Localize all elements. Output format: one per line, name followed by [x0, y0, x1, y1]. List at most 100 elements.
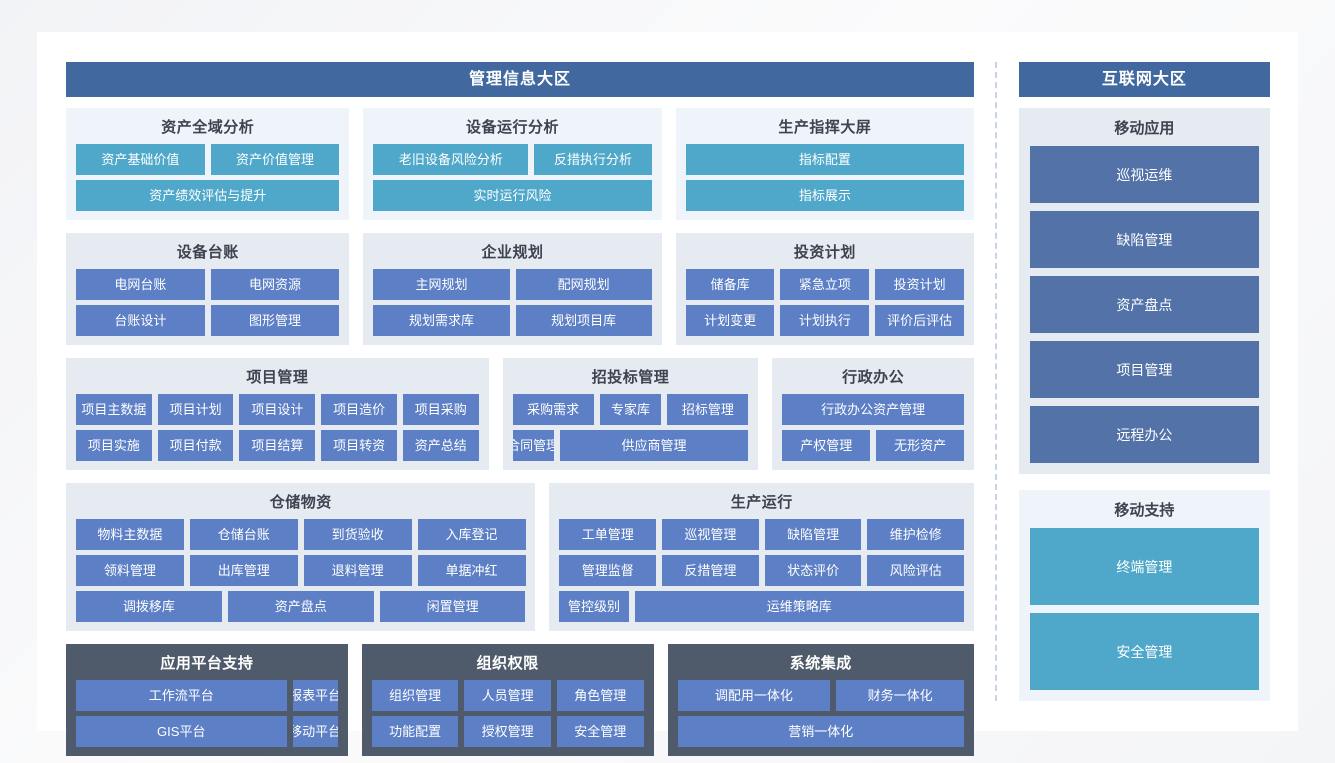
- group-card: 行政办公行政办公资产管理产权管理无形资产: [772, 358, 974, 470]
- module-chip[interactable]: 计划执行: [780, 305, 870, 336]
- module-chip[interactable]: 项目采购: [402, 394, 479, 425]
- internet-module-chip[interactable]: 缺陷管理: [1029, 211, 1259, 268]
- module-chip[interactable]: 管理监督: [559, 555, 657, 586]
- module-chip[interactable]: 台账设计: [76, 305, 205, 336]
- module-chip[interactable]: 安全管理: [556, 716, 644, 747]
- module-chip[interactable]: 风险评估: [867, 555, 965, 586]
- module-chip[interactable]: 入库登记: [417, 519, 526, 550]
- module-chip[interactable]: 图形管理: [210, 305, 340, 336]
- group-title: 系统集成: [789, 655, 852, 672]
- module-chip[interactable]: 专家库: [599, 394, 662, 425]
- module-chip[interactable]: 储备库: [685, 269, 775, 300]
- chip-row: 资产基础价值资产价值管理: [76, 144, 340, 175]
- module-chip[interactable]: 指标配置: [685, 144, 964, 175]
- module-chip[interactable]: 实时运行风险: [373, 180, 652, 211]
- group-title: 组织权限: [476, 655, 539, 672]
- module-chip[interactable]: 项目付款: [157, 430, 234, 461]
- module-chip[interactable]: 资产盘点: [227, 591, 374, 622]
- module-chip[interactable]: 紧急立项: [780, 269, 870, 300]
- module-chip[interactable]: 单据冲红: [417, 555, 526, 586]
- module-chip[interactable]: 缺陷管理: [764, 519, 862, 550]
- module-chip[interactable]: 项目结算: [239, 430, 316, 461]
- module-chip[interactable]: 资产基础价值: [76, 144, 205, 175]
- module-chip[interactable]: 无形资产: [876, 430, 965, 461]
- group-card: 资产全域分析资产基础价值资产价值管理资产绩效评估与提升: [66, 108, 350, 220]
- module-chip[interactable]: 人员管理: [464, 680, 551, 711]
- chip-row: 项目主数据项目计划项目设计项目造价项目采购: [76, 394, 479, 425]
- module-chip[interactable]: 出库管理: [189, 555, 298, 586]
- module-chip[interactable]: 闲置管理: [379, 591, 526, 622]
- module-chip[interactable]: 运维策略库: [634, 591, 964, 622]
- module-chip[interactable]: 计划变更: [685, 305, 775, 336]
- module-chip[interactable]: 资产价值管理: [210, 144, 340, 175]
- module-chip[interactable]: 维护检修: [867, 519, 965, 550]
- module-chip[interactable]: GIS平台: [76, 716, 287, 747]
- module-chip[interactable]: 调拨移库: [76, 591, 222, 622]
- internet-group-card: 移动支持终端管理安全管理: [1018, 490, 1270, 701]
- module-chip[interactable]: 项目造价: [321, 394, 397, 425]
- module-chip[interactable]: 退料管理: [303, 555, 412, 586]
- module-chip[interactable]: 项目计划: [157, 394, 234, 425]
- internet-module-chip[interactable]: 资产盘点: [1029, 276, 1259, 333]
- module-chip[interactable]: 项目设计: [239, 394, 316, 425]
- chip-row: 采购需求专家库招标管理: [512, 394, 749, 425]
- module-chip[interactable]: 项目主数据: [76, 394, 152, 425]
- module-chip[interactable]: 角色管理: [556, 680, 644, 711]
- module-chip[interactable]: 到货验收: [303, 519, 412, 550]
- chip-row: 调配用一体化财务一体化: [677, 680, 964, 711]
- module-chip[interactable]: 巡视管理: [662, 519, 759, 550]
- module-chip[interactable]: 规划需求库: [373, 305, 510, 336]
- module-chip[interactable]: 仓储台账: [189, 519, 298, 550]
- module-chip[interactable]: 配网规划: [515, 269, 652, 300]
- module-chip[interactable]: 项目实施: [76, 430, 152, 461]
- module-chip[interactable]: 项目转资: [321, 430, 397, 461]
- module-chip[interactable]: 移动平台: [292, 716, 338, 747]
- module-chip[interactable]: 工单管理: [559, 519, 657, 550]
- module-chip[interactable]: 评价后评估: [875, 305, 964, 336]
- group-title: 企业规划: [481, 244, 544, 261]
- module-chip[interactable]: 采购需求: [512, 394, 594, 425]
- internet-zone: 互联网大区 移动应用巡视运维缺陷管理资产盘点项目管理远程办公移动支持终端管理安全…: [1018, 62, 1270, 701]
- internet-module-chip[interactable]: 项目管理: [1029, 341, 1259, 398]
- module-chip[interactable]: 领料管理: [76, 555, 184, 586]
- module-chip[interactable]: 合同管理: [512, 430, 554, 461]
- internet-module-chip[interactable]: 安全管理: [1029, 613, 1259, 690]
- module-chip[interactable]: 电网台账: [76, 269, 205, 300]
- module-chip[interactable]: 反措执行分析: [534, 144, 652, 175]
- module-chip[interactable]: 工作流平台: [76, 680, 287, 711]
- internet-module-chip[interactable]: 巡视运维: [1029, 146, 1259, 203]
- module-chip[interactable]: 调配用一体化: [677, 680, 831, 711]
- module-chip[interactable]: 供应商管理: [559, 430, 749, 461]
- module-chip[interactable]: 财务一体化: [836, 680, 964, 711]
- module-chip[interactable]: 反措管理: [662, 555, 759, 586]
- module-chip[interactable]: 状态评价: [764, 555, 862, 586]
- module-chip[interactable]: 物料主数据: [76, 519, 184, 550]
- module-chip[interactable]: 组织管理: [371, 680, 459, 711]
- module-chip[interactable]: 功能配置: [371, 716, 459, 747]
- module-chip[interactable]: 招标管理: [667, 394, 749, 425]
- group-title: 投资计划: [793, 244, 856, 261]
- module-chip[interactable]: 报表平台: [292, 680, 338, 711]
- module-chip[interactable]: 行政办公资产管理: [782, 394, 964, 425]
- internet-zone-group-container: 移动应用巡视运维缺陷管理资产盘点项目管理远程办公移动支持终端管理安全管理: [1018, 108, 1270, 701]
- chip-row: 产权管理无形资产: [782, 430, 965, 461]
- module-chip[interactable]: 授权管理: [464, 716, 551, 747]
- chip-row: 规划需求库规划项目库: [373, 305, 652, 336]
- module-chip[interactable]: 电网资源: [210, 269, 340, 300]
- module-chip[interactable]: 产权管理: [782, 430, 871, 461]
- module-chip[interactable]: 规划项目库: [515, 305, 652, 336]
- module-chip[interactable]: 老旧设备风险分析: [373, 144, 529, 175]
- internet-module-chip[interactable]: 远程办公: [1029, 406, 1259, 463]
- module-chip[interactable]: 资产总结: [402, 430, 479, 461]
- module-chip[interactable]: 指标展示: [685, 180, 964, 211]
- module-chip[interactable]: 主网规划: [373, 269, 510, 300]
- module-chip[interactable]: 管控级别: [559, 591, 629, 622]
- module-chip[interactable]: 资产绩效评估与提升: [76, 180, 340, 211]
- chip-row: 组织管理人员管理角色管理: [371, 680, 644, 711]
- zone-divider: [974, 62, 1019, 701]
- module-chip[interactable]: 营销一体化: [677, 716, 964, 747]
- internet-module-chip[interactable]: 终端管理: [1029, 528, 1259, 605]
- module-chip[interactable]: 投资计划: [875, 269, 964, 300]
- chip-row: 管控级别运维策略库: [559, 591, 964, 622]
- chip-row: 工作流平台报表平台: [76, 680, 338, 711]
